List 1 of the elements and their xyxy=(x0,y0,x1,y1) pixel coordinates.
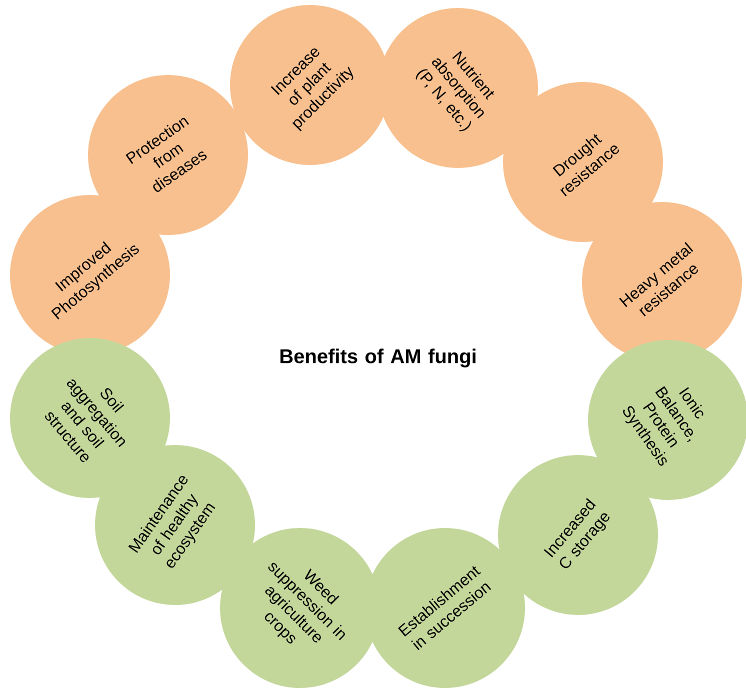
center-title: Benefits of AM fungi xyxy=(280,348,476,368)
